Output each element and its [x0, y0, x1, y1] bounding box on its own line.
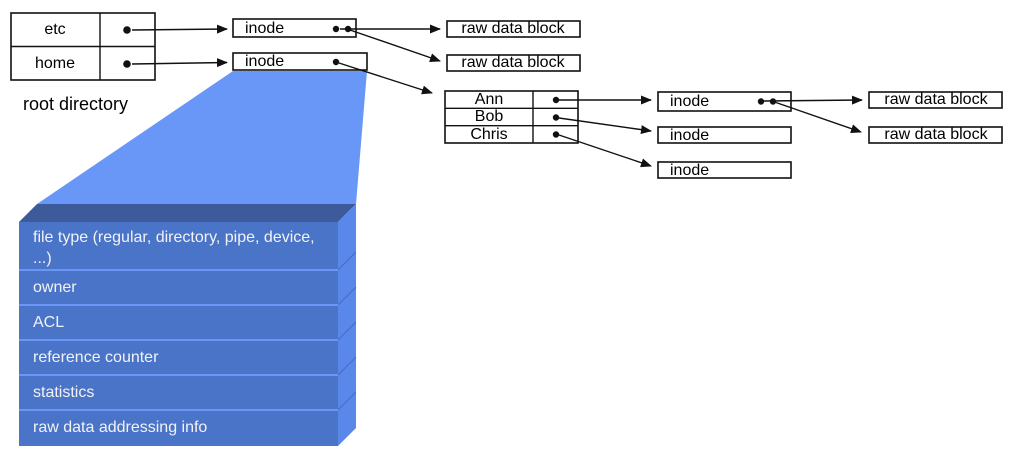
inode-detail-side-face	[338, 204, 356, 446]
arrow-inode-ann-to-raw4	[775, 101, 862, 133]
inode-ann-pointer-dot-1	[757, 98, 765, 105]
inode-label-bob: inode	[670, 126, 710, 144]
root-directory-caption: root directory	[23, 94, 129, 114]
inode-field-statistics: statistics	[33, 384, 95, 401]
dir-entry-bob: Bob	[474, 108, 504, 125]
inode-box-bob	[657, 126, 792, 144]
chris-pointer-dot	[552, 131, 560, 138]
arrow-etc-to-inode	[131, 24, 228, 34]
arrow-bob-to-inode	[558, 117, 652, 135]
inode-label-ann: inode	[670, 92, 710, 110]
inode-detail-front-face	[19, 222, 338, 446]
raw-data-block-label-4: raw data block	[884, 126, 988, 143]
inode-label-home: inode	[245, 52, 285, 70]
home-directory-table	[444, 90, 579, 144]
raw-data-block-label-3: raw data block	[884, 91, 988, 108]
ann-pointer-dot	[552, 96, 560, 104]
inode-box-chris	[657, 161, 792, 179]
dir-entry-chris: Chris	[470, 125, 508, 143]
inode-label-chris: inode	[670, 161, 710, 179]
dir-entry-ann: Ann	[474, 90, 504, 108]
inode-field-file-type: file type (regular, directory, pipe, dev…	[33, 229, 315, 267]
arrow-inode-home-to-directory	[338, 62, 433, 95]
root-directory-table	[10, 12, 156, 81]
inode-field-owner: owner	[33, 279, 77, 296]
etc-pointer-dot	[123, 26, 131, 34]
raw-data-block-4	[868, 126, 1003, 144]
bob-pointer-dot	[552, 114, 560, 121]
raw-data-block-3	[868, 91, 1003, 109]
raw-data-block-label-2: raw data block	[461, 54, 565, 71]
inode-home-pointer-dot	[332, 58, 340, 66]
root-entry-etc: etc	[44, 21, 66, 38]
raw-data-block-label-1: raw data block	[461, 20, 565, 37]
arrow-inode-etc-to-raw2	[349, 29, 441, 62]
root-entry-home: home	[34, 54, 76, 72]
arrow-home-to-inode	[131, 58, 228, 68]
inode-box-ann	[657, 91, 792, 112]
inode-detail-side-steps	[337, 251, 357, 411]
home-pointer-dot	[123, 60, 131, 68]
inode-zoom-funnel	[37, 71, 367, 204]
inode-field-ref-counter: reference counter	[33, 349, 159, 366]
inode-detail-top-face	[19, 204, 356, 222]
pointer-arrows	[131, 24, 863, 168]
raw-data-block-1	[446, 20, 581, 38]
inode-detail-row-separators	[19, 269, 338, 411]
inode-field-raw-data-info: raw data addressing info	[33, 419, 208, 436]
inode-etc-pointer-dot-1	[332, 25, 340, 33]
raw-data-block-2	[446, 54, 581, 72]
inode-label-etc: inode	[245, 19, 285, 37]
inode-box-home	[232, 52, 368, 71]
inode-field-acl: ACL	[33, 314, 65, 331]
arrow-inode-ann-to-raw3	[763, 95, 863, 105]
inode-box-etc	[232, 18, 357, 38]
arrow-chris-to-inode	[558, 134, 652, 168]
